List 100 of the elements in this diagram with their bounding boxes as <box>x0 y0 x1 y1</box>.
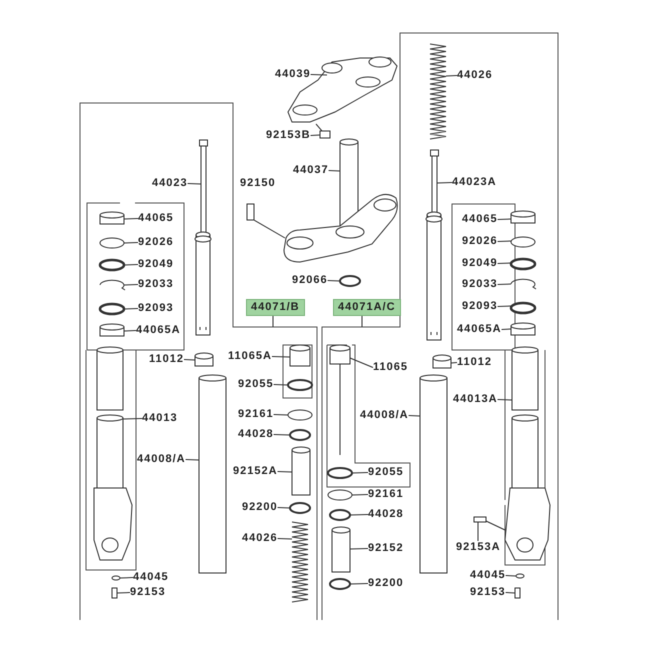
leader-line <box>277 471 292 472</box>
part-number: 92152 <box>368 542 404 555</box>
seal-drawing <box>329 509 351 521</box>
leader-line <box>497 284 512 285</box>
leader-line <box>273 414 288 416</box>
collar-drawing <box>194 352 214 366</box>
leader-line <box>497 240 512 242</box>
leader-line <box>497 306 512 307</box>
collar-drawing <box>510 210 536 224</box>
leader-line <box>505 575 516 576</box>
leader-line <box>436 182 452 184</box>
part-number: 92161 <box>238 408 274 421</box>
part-number: 92055 <box>368 466 404 479</box>
part-number: 44026 <box>457 69 493 82</box>
clip-drawing <box>100 280 126 290</box>
part-number: 44028 <box>368 508 404 521</box>
leader-line <box>124 218 138 220</box>
part-number: 92033 <box>138 278 174 291</box>
o-ring-drawing <box>287 379 313 391</box>
part-number: 44037 <box>293 164 329 177</box>
collar-drawing <box>100 324 124 336</box>
leader-line <box>124 330 136 332</box>
part-number: 92200 <box>368 577 404 590</box>
bolt-drawing <box>474 516 486 522</box>
sleeve-drawing <box>332 526 350 572</box>
part-number: 92153 <box>470 586 506 599</box>
part-number: 92049 <box>138 258 174 271</box>
leader-line <box>350 514 368 516</box>
part-number: 11065 <box>373 361 408 374</box>
part-number: 44023A <box>452 176 497 189</box>
leader-line <box>352 472 368 474</box>
leader-line <box>183 359 196 360</box>
bolt-drawing <box>246 204 254 220</box>
assembly-guide-line <box>316 124 322 132</box>
collar-drawing <box>100 212 124 224</box>
part-number: 44045 <box>470 569 506 582</box>
leader-line <box>116 592 130 594</box>
leader-line <box>327 280 340 282</box>
sleeve-drawing <box>292 446 310 496</box>
seal-drawing <box>510 258 536 270</box>
leader-line <box>505 592 516 594</box>
leader-line <box>120 577 134 578</box>
part-number: 92049 <box>462 257 498 270</box>
leader-line <box>501 328 512 330</box>
ring-drawing <box>288 410 312 420</box>
leader-line <box>185 459 200 460</box>
part-number: 44065A <box>457 323 502 336</box>
leader-line <box>124 308 138 310</box>
bolt-drawing <box>320 130 330 138</box>
seal-drawing <box>98 258 126 272</box>
leader-line <box>124 284 138 286</box>
part-number: 92033 <box>462 278 498 291</box>
outer-tube-drawing <box>94 346 132 560</box>
part-number: 44023 <box>152 177 188 190</box>
part-number: 92153 <box>130 586 166 599</box>
part-number: 92152A <box>233 465 278 478</box>
part-number: 92200 <box>242 501 278 514</box>
inner-tube-drawing <box>198 374 226 574</box>
leader-line <box>273 434 290 436</box>
leader-line <box>328 170 340 172</box>
seal-drawing <box>289 502 311 514</box>
part-number: 92055 <box>238 378 274 391</box>
part-number: 92161 <box>368 488 404 501</box>
bolt-drawing <box>514 588 520 598</box>
leader-line <box>187 183 202 184</box>
ring-drawing <box>100 238 124 248</box>
cap-drawing <box>290 344 310 366</box>
part-number: 44028 <box>238 428 274 441</box>
leader-line <box>277 507 290 508</box>
o-ring-drawing <box>327 467 353 479</box>
seal-drawing <box>289 429 311 441</box>
part-number: 44045 <box>133 571 169 584</box>
damper-rod-drawing <box>426 150 442 340</box>
damper-rod-drawing <box>194 140 212 336</box>
lower-clamp-drawing <box>284 194 398 262</box>
bolt-drawing <box>112 588 118 598</box>
part-number: 44008/A <box>360 409 409 422</box>
nut-drawing <box>339 275 361 287</box>
leader-line <box>450 362 458 364</box>
seal-drawing <box>510 302 536 314</box>
part-number: 44013 <box>142 412 178 425</box>
leader-line <box>124 264 138 266</box>
leader-line <box>350 548 368 550</box>
leader-line <box>124 242 138 244</box>
part-number: 44039 <box>275 68 311 81</box>
leader-line <box>350 583 368 584</box>
part-number: 92093 <box>138 302 174 315</box>
part-number: 44026 <box>242 532 278 545</box>
washer-drawing <box>516 574 524 578</box>
part-number: 44065 <box>462 213 498 226</box>
part-number: 44065 <box>138 212 174 225</box>
leader-line <box>310 74 328 76</box>
leader-line <box>277 538 292 540</box>
part-number: 92026 <box>138 236 174 249</box>
leader-line <box>122 418 142 420</box>
leader-line <box>310 134 320 136</box>
inner-tube-drawing <box>420 374 448 574</box>
part-number: 44065A <box>136 324 181 337</box>
assembly-number: 44071A/C <box>333 299 401 316</box>
spring-drawing <box>292 522 308 602</box>
